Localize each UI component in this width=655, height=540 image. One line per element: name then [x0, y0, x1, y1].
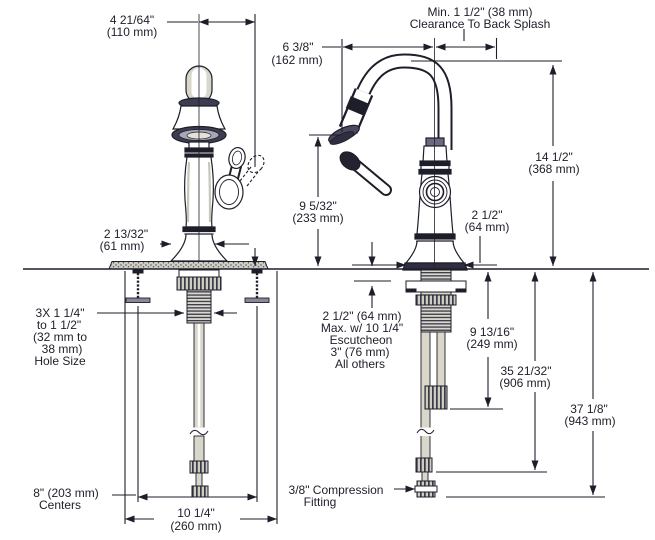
mounting-bolt-left: [125, 268, 151, 303]
threaded-shank: [186, 289, 212, 324]
label-supply-depth-3-l1: 37 1/8": [570, 402, 608, 416]
label-outlet-height-l2: (233 mm): [292, 211, 343, 225]
label-backsplash-l1: Min. 1 1/2" (38 mm): [428, 5, 533, 19]
valve-cap: [418, 175, 452, 209]
label-hole-size-l5: Hole Size: [34, 354, 86, 368]
tube-break-symbol: [189, 429, 209, 436]
label-hole-size-l3: (32 mm to: [33, 330, 87, 344]
label-outlet-height-l1: 9 5/32": [299, 199, 337, 213]
label-deck-thickness-l2: Max. w/ 10 1/4": [321, 321, 403, 335]
label-centers-l1: 8" (203 mm): [33, 486, 99, 500]
label-supply-depth-1-l1: 9 13/16": [470, 325, 514, 339]
label-spout-reach-l1: 4 21/64": [110, 13, 154, 27]
label-compression-l2: Fitting: [304, 495, 337, 509]
label-deck-thickness-l5: All others: [335, 357, 385, 371]
label-spout-reach-l2: (110 mm): [107, 25, 157, 39]
dimension-labels: 4 21/64" (110 mm) 6 3/8" (162 mm) Min. 1…: [33, 5, 616, 533]
label-body-diameter-l2: (61 mm): [100, 239, 145, 253]
label-spout-front-l2: (162 mm): [271, 53, 322, 67]
tube-fitting: [189, 460, 209, 474]
hose-fitting: [415, 457, 433, 473]
mounting-bolt-right: [244, 268, 270, 303]
label-hole-size-l2: to 1 1/2": [37, 318, 81, 332]
right-faucet-side-view: [328, 53, 468, 271]
mounting-nut: [415, 294, 457, 306]
handle-knob: [339, 151, 361, 171]
label-escutcheon-width-l1: 10 1/4": [177, 506, 215, 520]
right-supply-lines: [405, 269, 467, 498]
label-supply-depth-2-l2: (906 mm): [499, 376, 550, 390]
label-hole-size-l4: 38 mm): [42, 342, 83, 356]
mounting-bracket: [405, 280, 467, 293]
label-deck-thickness-l1: 2 1/2" (64 mm): [323, 309, 402, 323]
escutcheon-plate: [108, 261, 269, 270]
spray-head-band: [345, 96, 370, 116]
label-backsplash-l2: Clearance To Back Splash: [410, 17, 551, 31]
base-flare: [404, 240, 466, 264]
label-supply-depth-3-l2: (943 mm): [564, 414, 615, 428]
tube-break-symbol: [416, 428, 435, 435]
left-mounting-hardware: [125, 268, 270, 498]
label-deck-thickness-l4: 3" (76 mm): [331, 345, 390, 359]
dimension-lines: [97, 14, 605, 524]
handle-knob: [228, 146, 246, 170]
handle-alt-position: [239, 154, 265, 187]
tube-end-fitting: [191, 485, 209, 498]
label-escutcheon-width-l2: (260 mm): [170, 519, 221, 533]
label-overall-height-l2: (368 mm): [528, 162, 579, 176]
label-base-diameter-l1: 2 1/2": [472, 208, 503, 222]
label-body-diameter-l1: 2 13/32": [104, 227, 148, 241]
label-centers-l2: Centers: [39, 498, 81, 512]
label-hole-size-l1: 3X 1 1/4": [36, 306, 85, 320]
label-supply-depth-1-l2: (249 mm): [466, 337, 517, 351]
label-supply-depth-2-l1: 35 21/32": [501, 364, 552, 378]
label-base-diameter-l2: (64 mm): [465, 220, 510, 234]
label-compression-l1: 3/8" Compression: [289, 483, 384, 497]
quick-connect-fitting: [424, 385, 448, 410]
label-spout-front-l1: 6 3/8": [283, 40, 314, 54]
label-overall-height-l1: 14 1/2": [535, 150, 573, 164]
mounting-nut: [176, 276, 222, 291]
supply-tube-right: [436, 331, 446, 389]
label-deck-thickness-l3: Escutcheon: [330, 333, 393, 347]
